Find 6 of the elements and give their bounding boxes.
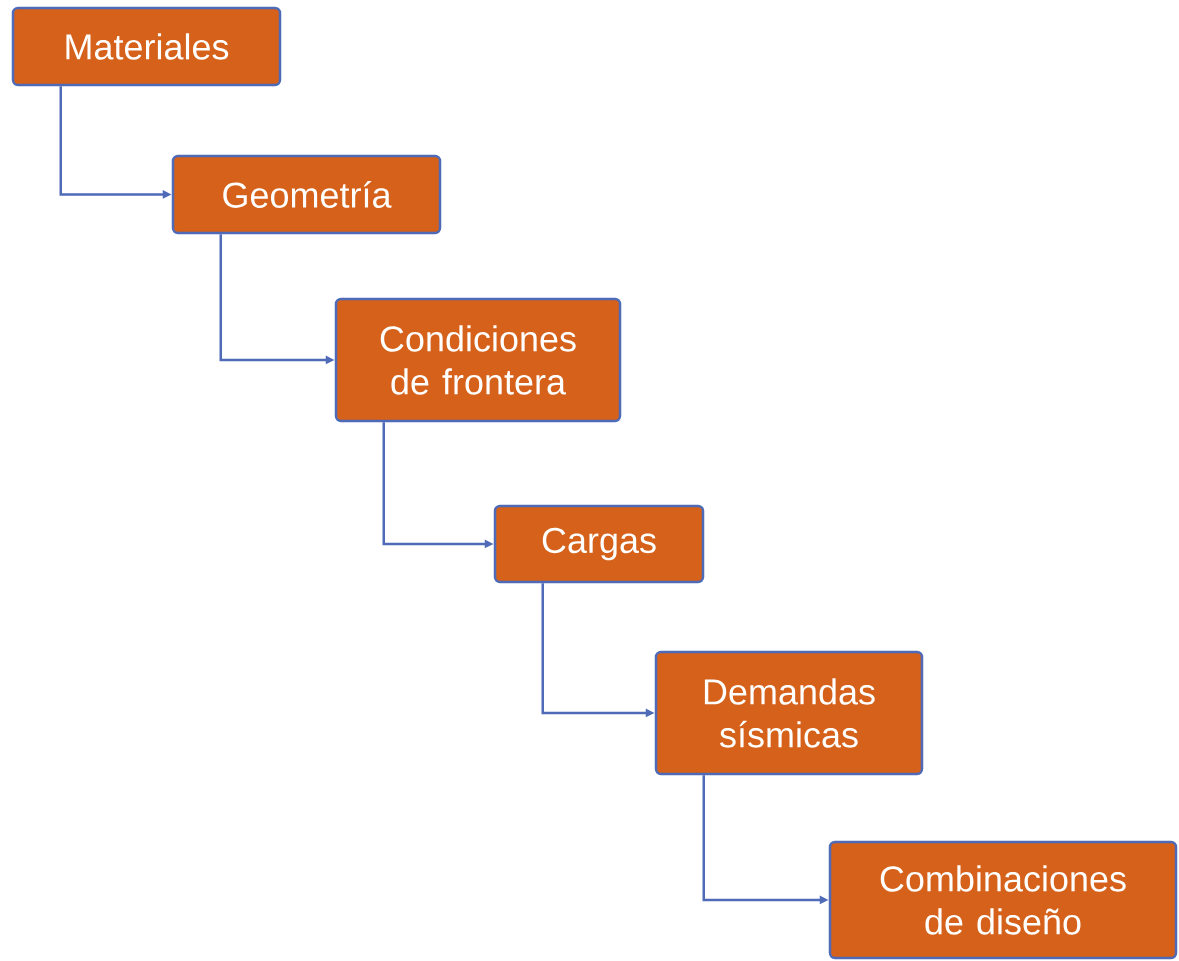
process-box: Materiales xyxy=(11,6,282,87)
process-box: Cargas xyxy=(493,504,705,584)
process-box: Combinaciones de diseño xyxy=(828,840,1178,960)
process-box: Condiciones de frontera xyxy=(334,297,622,423)
process-box: Geometría xyxy=(171,154,442,235)
process-box: Demandas sísmicas xyxy=(654,650,924,776)
